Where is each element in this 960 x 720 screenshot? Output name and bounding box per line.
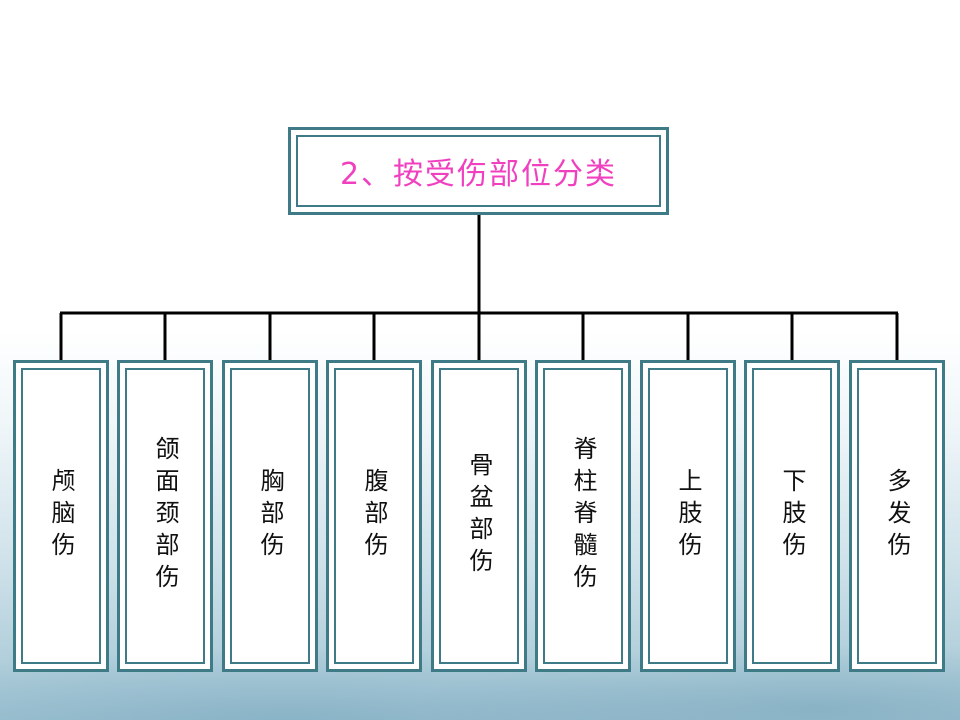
category-label: 骨盆部伤 [465, 452, 493, 580]
category-label: 腹部伤 [360, 468, 388, 564]
category-box: 颌面颈部伤 [117, 360, 213, 672]
category-box: 脊柱脊髓伤 [535, 360, 631, 672]
page-title: 2、按受伤部位分类 [339, 157, 618, 192]
category-box-inner: 胸部伤 [230, 368, 310, 664]
category-label: 脊柱脊髓伤 [569, 436, 597, 596]
category-box: 上肢伤 [640, 360, 736, 672]
category-box-inner: 多发伤 [857, 368, 937, 664]
category-label: 上肢伤 [674, 468, 702, 564]
category-box: 多发伤 [849, 360, 945, 672]
category-box-inner: 腹部伤 [334, 368, 414, 664]
category-label: 多发伤 [883, 468, 911, 564]
category-box-inner: 上肢伤 [648, 368, 728, 664]
category-box-inner: 下肢伤 [752, 368, 832, 664]
title-box: 2、按受伤部位分类 [288, 127, 669, 215]
category-box: 骨盆部伤 [431, 360, 527, 672]
category-box: 颅脑伤 [13, 360, 109, 672]
category-box-inner: 脊柱脊髓伤 [543, 368, 623, 664]
category-label: 胸部伤 [256, 468, 284, 564]
category-box-inner: 骨盆部伤 [439, 368, 519, 664]
category-box-inner: 颌面颈部伤 [125, 368, 205, 664]
category-box: 胸部伤 [222, 360, 318, 672]
category-box-inner: 颅脑伤 [21, 368, 101, 664]
category-label: 下肢伤 [778, 468, 806, 564]
category-label: 颅脑伤 [47, 468, 75, 564]
title-box-inner: 2、按受伤部位分类 [296, 135, 661, 207]
category-label: 颌面颈部伤 [151, 436, 179, 596]
category-box: 下肢伤 [744, 360, 840, 672]
category-box: 腹部伤 [326, 360, 422, 672]
